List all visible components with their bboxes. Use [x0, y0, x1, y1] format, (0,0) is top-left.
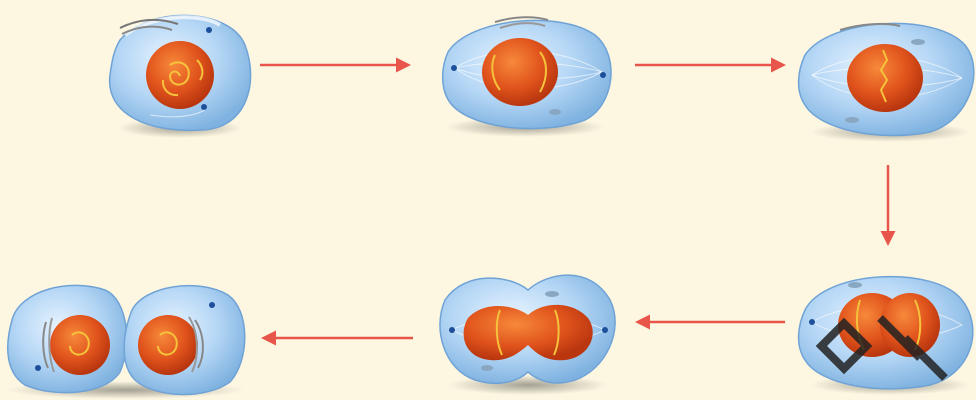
cell-stage-3 [799, 23, 974, 142]
cell-stage-4 [799, 277, 973, 395]
cell-stage-6 [5, 285, 245, 399]
cell-stage-2 [443, 17, 611, 137]
cell-stage-5 [440, 275, 615, 395]
cell-stage-1 [110, 15, 251, 138]
